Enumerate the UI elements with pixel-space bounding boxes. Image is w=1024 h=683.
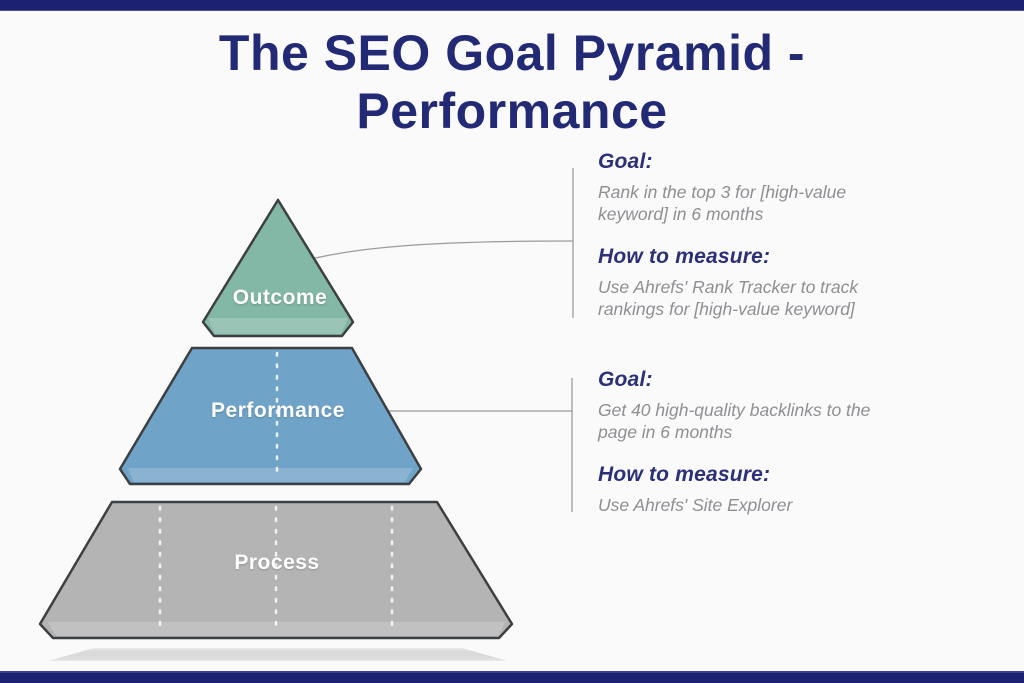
outcome-goal-heading: Goal: (598, 150, 653, 173)
top-border-bar (0, 0, 1024, 11)
process-bottom-bevel (48, 622, 505, 636)
annotation-outcome: Goal: Rank in the top 3 for [high-value … (598, 150, 890, 320)
pyramid-level-outcome (201, 198, 355, 338)
pyramid-ground-shadow (48, 648, 508, 661)
performance-goal-text: Get 40 high-quality backlinks to the pag… (598, 400, 871, 442)
pyramid-level-process (38, 500, 514, 640)
outcome-label: Outcome (232, 286, 328, 309)
outcome-measure-text: Use Ahrefs' Rank Tracker to track rankin… (598, 277, 859, 319)
performance-bottom-bevel (128, 468, 413, 482)
performance-measure-text: Use Ahrefs' Site Explorer (598, 495, 793, 515)
page-title-line2: Performance (356, 83, 668, 139)
outcome-measure-heading: How to measure: (598, 245, 771, 268)
performance-goal-heading: Goal: (598, 368, 653, 391)
page-title: The SEO Goal Pyramid - Performance (0, 24, 1024, 140)
bottom-border-bar (0, 671, 1024, 683)
annotation-performance: Goal: Get 40 high-quality backlinks to t… (598, 368, 890, 516)
page-title-line1: The SEO Goal Pyramid - (218, 25, 806, 81)
pyramid-level-performance (118, 346, 423, 486)
process-label: Process (234, 551, 320, 574)
performance-measure-heading: How to measure: (598, 463, 771, 486)
performance-label: Performance (211, 399, 345, 422)
outcome-bottom-bevel (208, 318, 348, 334)
outcome-goal-text: Rank in the top 3 for [high-value keywor… (598, 182, 847, 224)
connector-outcome-line (286, 240, 574, 267)
